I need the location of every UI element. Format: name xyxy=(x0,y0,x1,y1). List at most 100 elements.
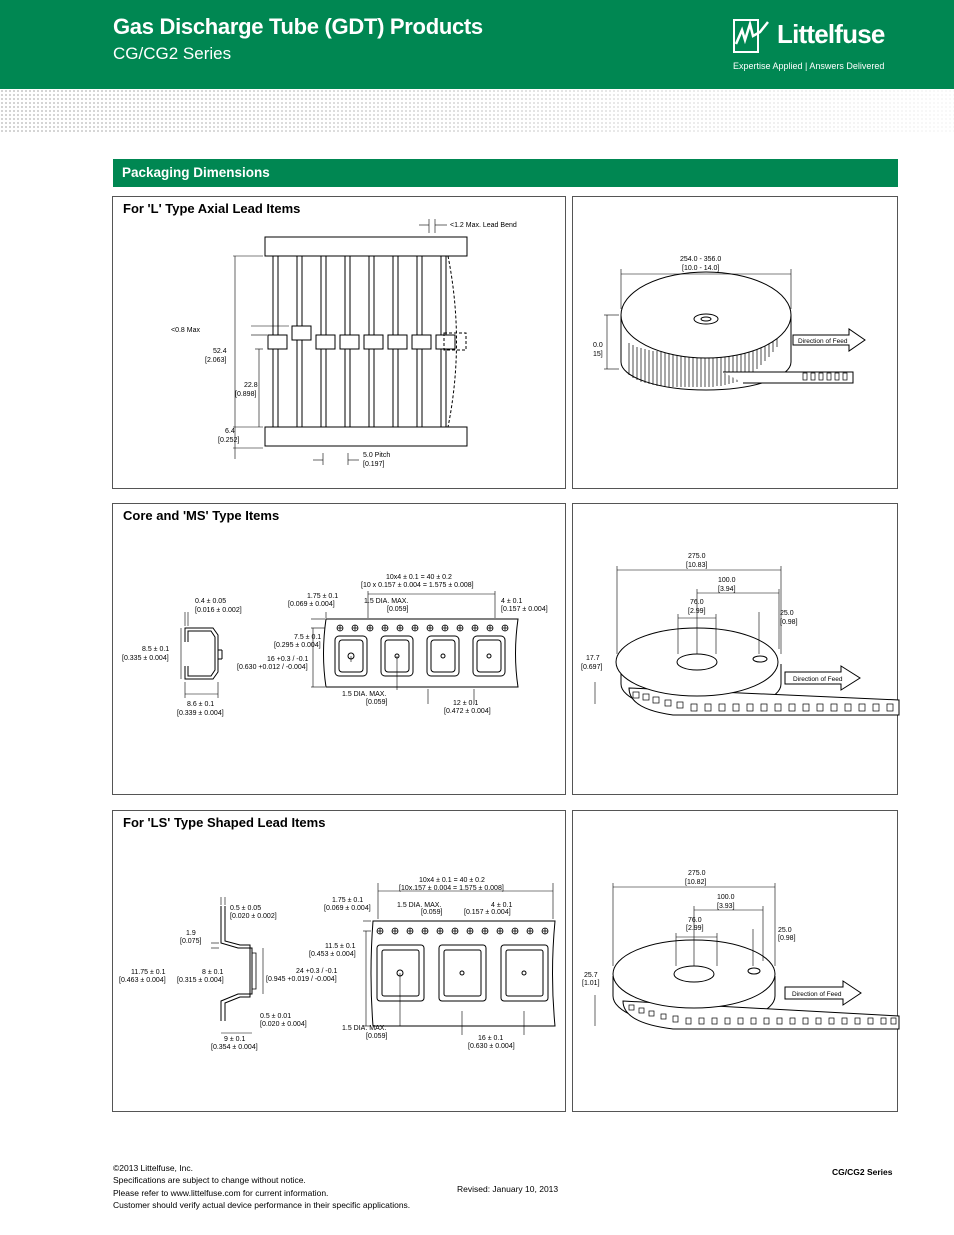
ls-dim-t6: 9 ± 0.1 xyxy=(224,1036,245,1043)
page-subtitle: CG/CG2 Series xyxy=(113,44,232,63)
ls-reel-r3: 76.0 xyxy=(688,917,702,924)
ls-reel-r3-inch: [2.99] xyxy=(686,925,704,932)
reel-height: 0.0 xyxy=(593,342,603,349)
footer-legal: ©2013 Littelfuse, Inc. Specifications ar… xyxy=(113,1162,410,1211)
ls-dim-t6-inch: [0.354 ± 0.004] xyxy=(211,1044,258,1051)
ls-dim-t5: 0.5 ± 0.01 xyxy=(260,1013,291,1020)
feed-direction-label: Direction of Feed xyxy=(798,338,848,345)
ls-tape-p6-inch: [0.945 +0.019 / -0.004] xyxy=(266,976,337,983)
core-tape-p5: 7.5 ± 0.1 xyxy=(294,634,321,641)
ls-tape-p7-inch: [0.059] xyxy=(366,1033,387,1040)
core-tape-p6-inch: [0.630 +0.012 / -0.004] xyxy=(237,664,308,671)
dim-524: 52.4 xyxy=(213,348,227,355)
core-dim-t3: 8.6 ± 0.1 xyxy=(187,701,214,708)
core-ms-panel: Core and 'MS' Type Items xyxy=(112,503,566,795)
dim-228: 22.8 xyxy=(244,382,258,389)
littelfuse-fuse-logo-icon xyxy=(733,19,769,53)
core-tape-p1-inch: [10 x 0.157 ± 0.004 = 1.575 ± 0.008] xyxy=(361,582,474,589)
ls-reel-r2-inch: [3.93] xyxy=(717,903,735,910)
reel-range-inch: [10.0 - 14.0] xyxy=(682,265,719,272)
ls-tape-p8: 16 ± 0.1 xyxy=(478,1035,503,1042)
header-banner: Gas Discharge Tube (GDT) Products CG/CG2… xyxy=(0,0,954,89)
logo-tagline: Expertise Applied | Answers Delivered xyxy=(733,61,885,71)
pitch-inch: [0.197] xyxy=(363,461,384,468)
ls-tape-p8-inch: [0.630 ± 0.004] xyxy=(468,1043,515,1050)
core-tape-p7: 1.5 DIA. MAX. xyxy=(342,691,386,698)
core-tape-p3: 1.5 DIA. MAX. xyxy=(364,598,408,605)
ls-dim-t4: 8 ± 0.1 xyxy=(202,969,223,976)
ls-dim-t2: 1.9 xyxy=(186,930,196,937)
ls-reel-r2: 100.0 xyxy=(717,894,735,901)
ls-dim-t1-inch: [0.020 ± 0.002] xyxy=(230,913,277,920)
panel-title-axial: For 'L' Type Axial Lead Items xyxy=(123,201,301,216)
page-title: Gas Discharge Tube (GDT) Products xyxy=(113,14,483,39)
core-reel-r4: 25.0 xyxy=(780,610,794,617)
core-dim-t1: 0.4 ± 0.05 xyxy=(195,598,226,605)
ls-dim-t5-inch: [0.020 ± 0.004] xyxy=(260,1021,307,1028)
ls-tape-p6: 24 +0.3 / -0.1 xyxy=(296,968,338,975)
footer-line4: Customer should verify actual device per… xyxy=(113,1199,411,1210)
littelfuse-logo: Littelfuse Expertise Applied | Answers D… xyxy=(733,18,903,74)
ls-lead-drawing: 0.5 ± 0.05 [0.020 ± 0.002] 1.9 [0.075] 1… xyxy=(119,877,556,1051)
pitch-label: 5.0 Pitch xyxy=(363,452,390,459)
ls-tape-p4: 4 ± 0.1 xyxy=(491,902,512,909)
core-dim-t1-inch: [0.016 ± 0.002] xyxy=(195,607,242,614)
core-tape-p3-inch: [0.059] xyxy=(387,606,408,613)
ls-tape-p5: 11.5 ± 0.1 xyxy=(325,943,356,950)
ls-feed-direction-label: Direction of Feed xyxy=(792,991,842,998)
reel-range: 254.0 - 356.0 xyxy=(680,256,721,263)
max-08-label: <0.8 Max xyxy=(171,327,200,334)
core-reel-r3-inch: [2.99] xyxy=(688,608,706,615)
core-reel-r5-inch: [0.697] xyxy=(581,664,602,671)
axial-lead-panel: For 'L' Type Axial Lead Items xyxy=(112,196,566,489)
dim-64-inch: [0.252] xyxy=(218,437,239,444)
ls-reel-r5-inch: [1.01] xyxy=(582,980,600,987)
core-reel-r2: 100.0 xyxy=(718,577,736,584)
lead-bend-label: <1.2 Max. Lead Bend xyxy=(450,222,517,229)
ls-reel-r1: 275.0 xyxy=(688,870,706,877)
ls-tape-p2: 1.75 ± 0.1 xyxy=(332,897,363,904)
core-reel-r3: 76.0 xyxy=(690,599,704,606)
section-title: Packaging Dimensions xyxy=(122,165,270,180)
ls-dim-t3: 11.75 ± 0.1 xyxy=(131,969,166,976)
ls-tape-p1-inch: [10x.157 ± 0.004 = 1.575 ± 0.008] xyxy=(399,885,504,892)
axial-lead-drawing: <1.2 Max. Lead Bend <0.8 Max 52.4 [2.063… xyxy=(171,219,517,468)
ls-reel-panel: 275.0 [10.82] 100.0 [3.93] 76.0 [2.99] 2… xyxy=(572,810,900,1112)
core-tape-p2: 1.75 ± 0.1 xyxy=(307,593,338,600)
core-tape-p4-inch: [0.157 ± 0.004] xyxy=(501,606,548,613)
core-tape-p8: 12 ± 0.1 xyxy=(453,700,478,707)
footer-series: CG/CG2 Series xyxy=(832,1167,893,1177)
section-header: Packaging Dimensions xyxy=(113,159,898,187)
core-dim-t3-inch: [0.339 ± 0.004] xyxy=(177,710,224,717)
ls-tape-p1: 10x4 ± 0.1 = 40 ± 0.2 xyxy=(419,877,485,884)
core-reel-r5: 17.7 xyxy=(586,655,600,662)
ls-tape-p4-inch: [0.157 ± 0.004] xyxy=(464,909,511,916)
footer-line3: Please refer to www.littelfuse.com for c… xyxy=(113,1187,329,1198)
core-ms-drawing: 0.4 ± 0.05 [0.016 ± 0.002] 8.5 ± 0.1 [0.… xyxy=(122,574,548,717)
ls-reel-drawing: 275.0 [10.82] 100.0 [3.93] 76.0 [2.99] 2… xyxy=(582,870,900,1030)
core-reel-r4-inch: [0.98] xyxy=(780,619,798,626)
ls-tape-p2-inch: [0.069 ± 0.004] xyxy=(324,905,371,912)
ls-dim-t4-inch: [0.315 ± 0.004] xyxy=(177,977,224,984)
core-reel-drawing: 275.0 [10.83] 100.0 [3.94] 76.0 [2.99] 2… xyxy=(581,553,900,716)
core-reel-r1-inch: [10.83] xyxy=(686,562,707,569)
axial-reel-drawing: 254.0 - 356.0 [10.0 - 14.0] 0.0 15] Dire… xyxy=(593,256,866,391)
core-tape-p2-inch: [0.069 ± 0.004] xyxy=(288,601,335,608)
footer-line2: Specifications are subject to change wit… xyxy=(113,1175,306,1186)
ls-dim-t1: 0.5 ± 0.05 xyxy=(230,905,261,912)
core-tape-p1: 10x4 ± 0.1 = 40 ± 0.2 xyxy=(386,574,452,581)
core-dim-t2: 8.5 ± 0.1 xyxy=(142,646,169,653)
core-tape-p5-inch: [0.295 ± 0.004] xyxy=(274,642,321,649)
dim-524-inch: [2.063] xyxy=(205,357,226,364)
reel-height-inch: 15] xyxy=(593,351,603,358)
ls-tape-p7: 1.5 DIA. MAX. xyxy=(342,1025,386,1032)
footer-revised: Revised: January 10, 2013 xyxy=(457,1184,559,1194)
core-tape-p6: 16 +0.3 / -0.1 xyxy=(267,656,309,663)
ls-reel-r1-inch: [10.82] xyxy=(685,879,706,886)
ls-dim-t3-inch: [0.463 ± 0.004] xyxy=(119,977,166,984)
core-feed-direction-label: Direction of Feed xyxy=(793,676,843,683)
core-reel-r2-inch: [3.94] xyxy=(718,586,736,593)
core-dim-t2-inch: [0.335 ± 0.004] xyxy=(122,655,169,662)
ls-lead-panel: For 'LS' Type Shaped Lead Items xyxy=(112,810,566,1112)
ls-reel-r4-inch: [0.98] xyxy=(778,935,796,942)
